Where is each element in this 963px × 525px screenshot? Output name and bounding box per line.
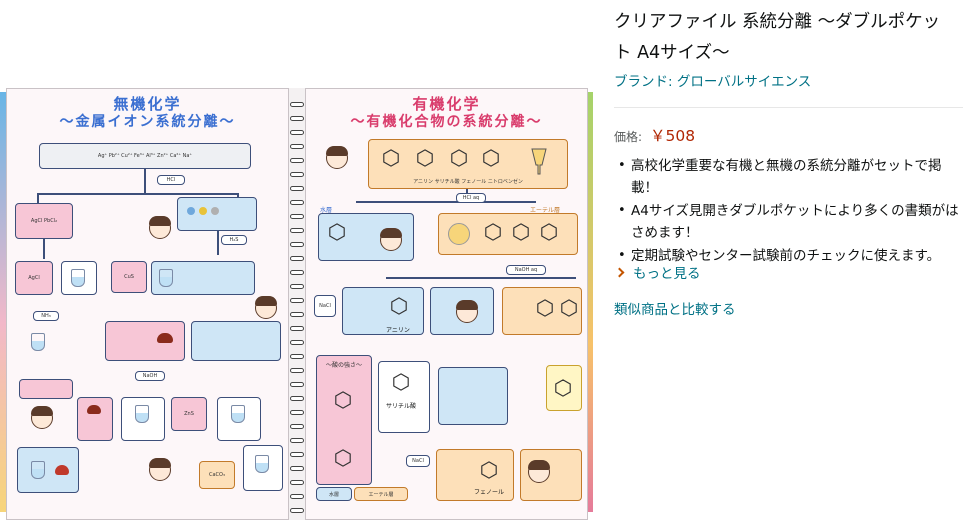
zns-box: ZnS	[171, 397, 207, 431]
price-label: 価格:	[614, 130, 643, 144]
separatory-funnel-icon	[531, 148, 547, 175]
organic-sheet: 有機化学 〜有機化合物の系統分離〜 アニリン サリチル酸 フェノール ニトロベン…	[305, 88, 588, 520]
see-more-link[interactable]: もっと見る	[614, 262, 701, 282]
organic-mixture-box: アニリン サリチル酸 フェノール ニトロベンゼン	[368, 139, 568, 189]
character-face	[326, 146, 348, 169]
character-face	[255, 296, 277, 319]
see-more-label: もっと見る	[633, 266, 701, 282]
character-face	[456, 300, 478, 323]
benzene-icon	[335, 391, 351, 409]
benzene-icon	[513, 223, 529, 241]
naoh-label: NaOH	[135, 371, 165, 381]
note-box	[19, 379, 73, 399]
benzene-icon	[541, 223, 557, 241]
benzene-icon	[335, 449, 351, 467]
price-row: 価格: ￥508	[614, 124, 695, 146]
aniline-box	[342, 287, 424, 335]
benzene-icon	[481, 461, 497, 479]
benzene-icon	[391, 297, 407, 315]
file-edge-right	[588, 92, 593, 512]
organic-title: 有機化学	[412, 95, 481, 113]
feature-bullet: A4サイズ見開きダブルポケットにより多くの書類がはさめます！	[614, 200, 963, 244]
character-face	[149, 458, 171, 481]
feature-bullets: 高校化学重要な有機と無機の系統分離がセットで掲載！ A4サイズ見開きダブルポケッ…	[614, 155, 963, 268]
water-layer-label: 水層	[320, 207, 333, 214]
price-value: ￥508	[650, 127, 696, 145]
feature-bullet: 定期試験やセンター試験前のチェックに使えます。	[614, 245, 963, 267]
ether-layer-box-2	[502, 287, 582, 335]
legend-water: 水層	[316, 487, 352, 501]
agcl-pbcl2-box: AgCl PbCl₂	[15, 203, 73, 239]
benzene-icon	[393, 373, 409, 391]
inorganic-title: 無機化学	[113, 95, 182, 113]
benzene-icon	[451, 149, 467, 167]
pbcl2-label: PbCl₂	[44, 218, 58, 224]
benzene-icon	[561, 299, 577, 317]
product-image[interactable]: 無機化学 〜金属イオン系統分離〜 Ag⁺ Pb²⁺ Cu²⁺ Fe³⁺ Al³⁺…	[0, 0, 596, 525]
ether-layer-label: エーテル層	[530, 207, 561, 214]
cus-box: CuS	[111, 261, 147, 293]
benzene-icon	[383, 149, 399, 167]
benzene-icon	[417, 149, 433, 167]
salicylic-label: サリチル酸	[386, 403, 417, 410]
acid-strength-box: 〜酸の強さ〜	[316, 355, 372, 485]
inorganic-subtitle: 〜金属イオン系統分離〜	[59, 114, 236, 130]
legend-ether: エーテル層	[354, 487, 408, 501]
hcl-aq-label: HCl aq	[456, 193, 486, 203]
file-edge-left	[0, 92, 6, 512]
binder-spine	[289, 88, 305, 520]
precipitate-box	[17, 447, 79, 493]
character-face	[149, 216, 171, 239]
benzene-icon	[555, 379, 571, 397]
h2s-label: H₂S	[221, 235, 247, 245]
compare-link[interactable]: 類似商品と比較する	[614, 302, 736, 318]
hydroxide-box	[105, 321, 185, 361]
agcl-label: AgCl	[30, 218, 43, 224]
character-face	[528, 460, 550, 483]
nacl-box: NaCl	[406, 455, 430, 467]
water-layer-box-3	[438, 367, 508, 425]
feature-bullet: 高校化学重要な有機と無機の系統分離がセットで掲載！	[614, 155, 963, 199]
agcl-box: AgCl	[15, 261, 53, 295]
ions-box: Ag⁺ Pb²⁺ Cu²⁺ Fe³⁺ Al³⁺ Zn²⁺ Ca²⁺ Na⁺	[39, 143, 251, 169]
benzene-icon	[485, 223, 501, 241]
divider	[614, 107, 963, 108]
feoh3-box	[77, 397, 113, 441]
phenol-label: フェノール	[474, 489, 505, 496]
benzene-icon	[329, 223, 345, 241]
salicylic-box	[378, 361, 430, 433]
acid-strength-label: 〜酸の強さ〜	[325, 362, 362, 369]
organic-subtitle: 〜有機化合物の系統分離〜	[350, 114, 543, 130]
caco3-box: CaCO₃	[199, 461, 235, 489]
phenol-box	[436, 449, 514, 501]
nitrobenzene-box	[546, 365, 582, 411]
nh3-label: NH₃	[33, 311, 59, 321]
character-face	[31, 406, 53, 429]
naoh-aq-label: NaOH aq	[506, 265, 546, 275]
nacl-small-box: NaCl	[314, 295, 336, 317]
chevron-right-icon	[614, 267, 625, 277]
character-face	[380, 228, 402, 251]
inorganic-sheet: 無機化学 〜金属イオン系統分離〜 Ag⁺ Pb²⁺ Cu²⁺ Fe³⁺ Al³⁺…	[6, 88, 289, 520]
zinc-complex-box	[191, 321, 281, 361]
product-title: クリアファイル 系統分離 〜ダブルポケット A4サイズ〜	[614, 12, 941, 63]
hcl-label: HCl	[157, 175, 185, 185]
benzene-icon	[483, 149, 499, 167]
aniline-label: アニリン	[386, 327, 410, 334]
brand-link[interactable]: ブランド: グローバルサイエンス	[614, 74, 812, 90]
clear-file-spread: 無機化学 〜金属イオン系統分離〜 Ag⁺ Pb²⁺ Cu²⁺ Fe³⁺ Al³⁺…	[6, 88, 588, 520]
benzene-icon	[537, 299, 553, 317]
